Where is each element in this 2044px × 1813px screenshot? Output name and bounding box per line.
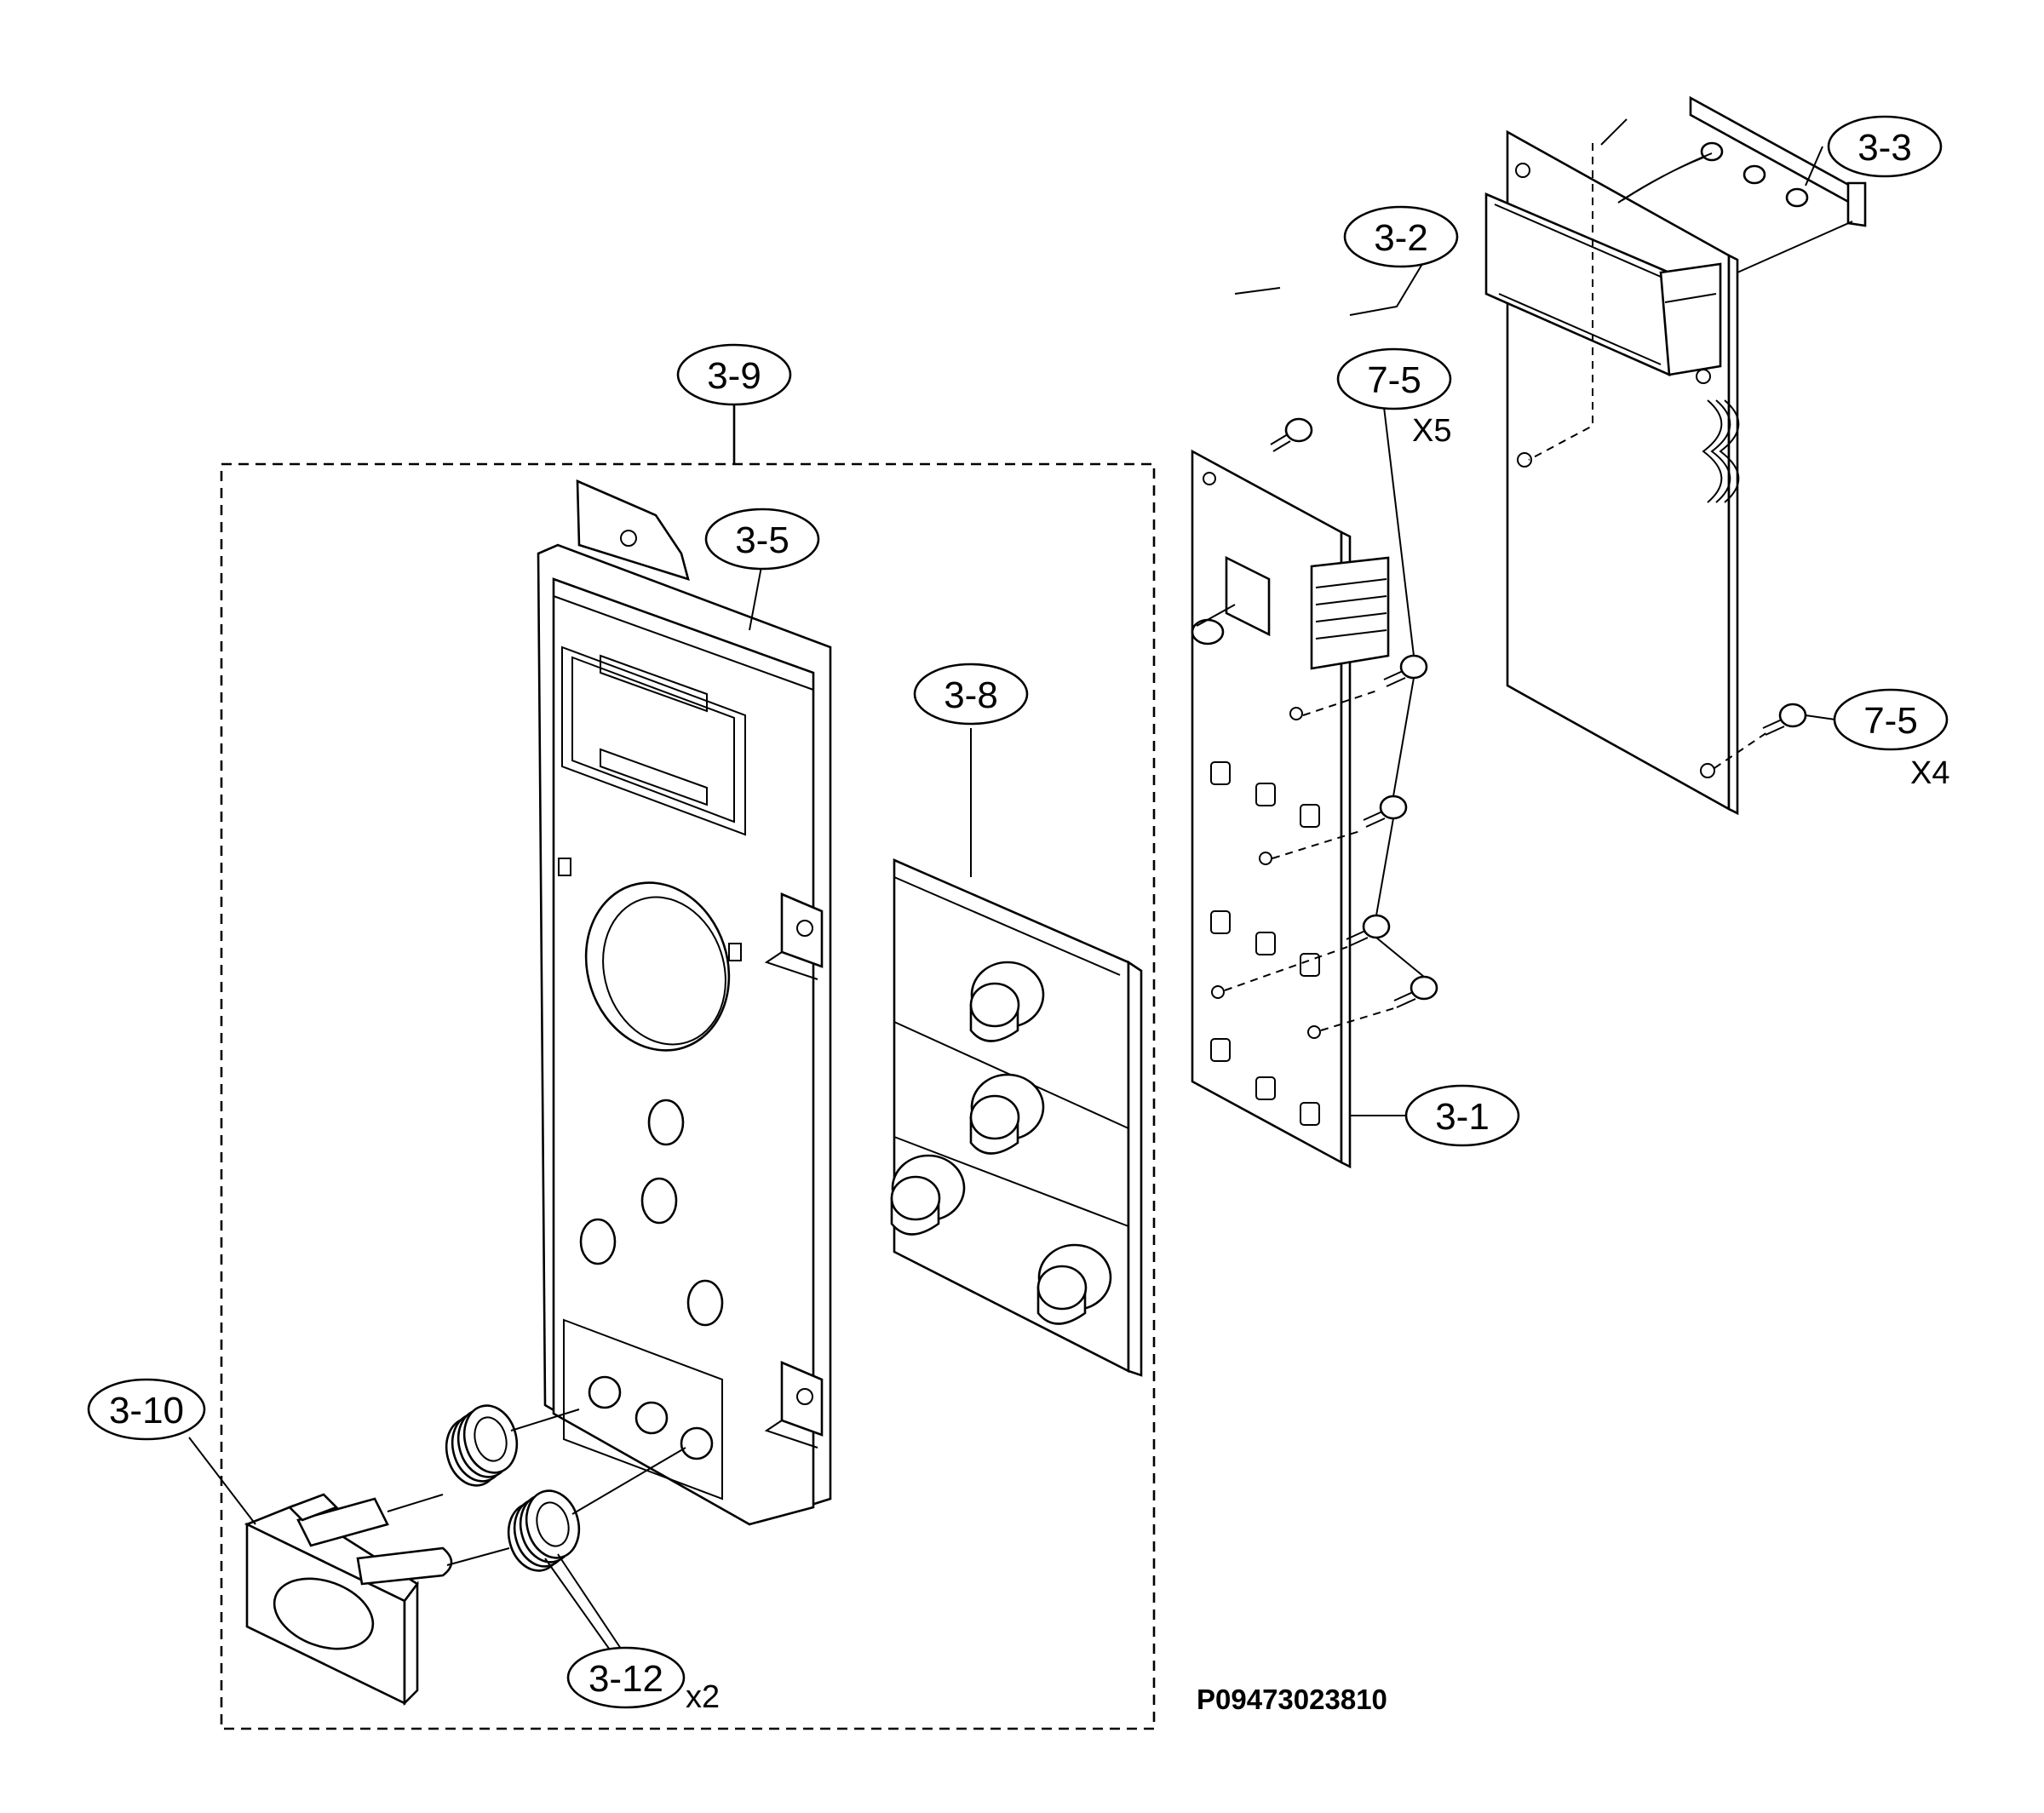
led-bracket-3-3 [1617, 95, 1867, 273]
drawing-code: P09473023810 [1197, 1684, 1387, 1715]
spring [507, 1489, 581, 1572]
svg-text:3-8: 3-8 [944, 674, 998, 716]
callout-7-5-display: 7-5 [1833, 688, 1949, 751]
callout-3-2: 3-2 [1343, 205, 1459, 268]
screw [1383, 654, 1428, 687]
svg-text:3-2: 3-2 [1374, 217, 1428, 259]
display-board-3-2 [1484, 118, 1740, 816]
spring-3-12 [445, 1404, 686, 1661]
qty-screws-display: X4 [1910, 755, 1949, 791]
spring [445, 1404, 519, 1487]
svg-text:3-9: 3-9 [707, 355, 761, 397]
button-knob [890, 1154, 966, 1236]
button-knob [1036, 1243, 1112, 1325]
callout-3-8: 3-8 [913, 663, 1029, 726]
button-knob [969, 961, 1045, 1042]
control-board-3-1 [1191, 449, 1390, 1169]
button-cap-3-10 [244, 1493, 510, 1707]
qty-springs: x2 [686, 1679, 720, 1715]
callout-3-5: 3-5 [704, 508, 820, 571]
callout-3-1: 3-1 [1404, 1084, 1520, 1147]
svg-text:3-3: 3-3 [1857, 127, 1912, 169]
qty-screws-board: X5 [1412, 413, 1451, 449]
button-knob [969, 1073, 1045, 1155]
callout-7-5-board: 7-5 [1336, 347, 1452, 410]
callout-3-3: 3-3 [1827, 115, 1943, 178]
button-plate-3-8 [890, 858, 1143, 1377]
screw [1762, 703, 1807, 736]
svg-text:3-5: 3-5 [735, 519, 789, 561]
screw-set-7-5-board [1224, 406, 1438, 1031]
screw [1346, 914, 1391, 947]
svg-text:7-5: 7-5 [1367, 359, 1421, 401]
callout-3-12: 3-12 [566, 1646, 686, 1709]
svg-text:3-1: 3-1 [1435, 1096, 1490, 1138]
screw [1270, 417, 1313, 452]
callout-3-9: 3-9 [676, 343, 792, 406]
screw [1363, 795, 1408, 828]
leader-lines [188, 146, 1836, 1525]
svg-text:7-5: 7-5 [1863, 700, 1918, 742]
callout-3-10: 3-10 [87, 1378, 206, 1441]
svg-text:3-10: 3-10 [109, 1390, 184, 1431]
panel-frame-3-5 [537, 479, 832, 1526]
svg-text:3-12: 3-12 [589, 1658, 663, 1700]
assembly-boundary-3-9 [220, 405, 1156, 1730]
screw [1393, 975, 1438, 1008]
